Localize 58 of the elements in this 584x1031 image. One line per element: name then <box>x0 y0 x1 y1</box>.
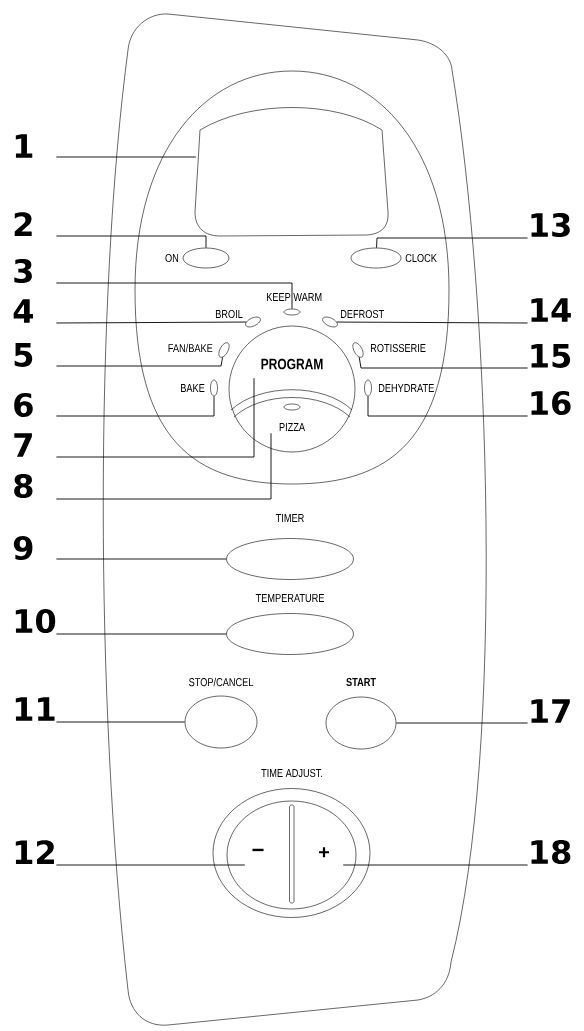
button-label: BROIL <box>215 309 243 319</box>
button-label: TIME ADJUST. <box>261 768 323 778</box>
callout-number: 12 <box>15 840 54 864</box>
callout-number: 17 <box>531 699 570 723</box>
button-label: KEEP WARM <box>266 293 322 301</box>
callout-number: 16 <box>531 390 571 416</box>
leader-line <box>55 558 227 560</box>
callout-number: 8 <box>14 473 33 499</box>
button-label: START <box>346 677 376 687</box>
leader-line <box>55 356 224 367</box>
callout-number: 1 <box>15 134 33 158</box>
callout-number: 3 <box>14 258 32 284</box>
leader-line <box>55 282 293 310</box>
leader-line <box>358 356 529 369</box>
leader-line <box>55 633 227 635</box>
button-label: TEMPERATURE <box>255 594 324 602</box>
callout-number: 18 <box>531 839 571 865</box>
leader-line <box>376 237 529 249</box>
callout-number: 5 <box>14 343 33 367</box>
leader-line <box>55 156 197 158</box>
program-dial <box>228 325 356 453</box>
callout-number: 2 <box>14 212 32 236</box>
button-label: BAKE <box>181 384 205 392</box>
button-label: CLOCK <box>405 253 437 263</box>
callout-number: 6 <box>14 392 33 418</box>
housing-outline <box>102 13 487 1026</box>
dial-label: PROGRAM <box>261 358 323 370</box>
display-window <box>194 107 389 237</box>
callout-number: 15 <box>531 344 571 368</box>
minus-sign: − <box>252 848 264 852</box>
panel-hood-outline <box>134 70 450 485</box>
leader-line <box>55 721 186 723</box>
leader-line <box>55 235 207 249</box>
leader-line <box>367 395 529 417</box>
callout-number: 9 <box>13 535 33 561</box>
callout-number: 13 <box>531 212 570 238</box>
leader-line <box>55 321 247 324</box>
leader-line <box>395 722 529 724</box>
button-label: FAN/BAKE <box>168 343 213 353</box>
leader-line <box>55 432 272 500</box>
leader-line <box>55 864 246 866</box>
button-label: ON <box>165 253 179 263</box>
callout-number: 7 <box>14 433 32 457</box>
button-label: DEFROST <box>340 309 384 319</box>
leader-line <box>342 864 529 866</box>
button-label: ROTISSERIE <box>370 343 426 353</box>
leader-line <box>336 321 529 324</box>
button-label: TIMER <box>275 514 304 522</box>
leader-line <box>55 395 215 417</box>
dial-label: PIZZA <box>279 423 305 431</box>
plus-sign: + <box>319 847 330 858</box>
callout-number: 14 <box>531 298 571 322</box>
callout-number: 11 <box>15 697 55 721</box>
button-label: DEHYDRATE <box>378 384 434 392</box>
leader-line <box>55 377 255 458</box>
callout-number: 10 <box>15 608 56 634</box>
callout-number: 4 <box>13 299 33 323</box>
button-label: STOP/CANCEL <box>189 677 254 687</box>
